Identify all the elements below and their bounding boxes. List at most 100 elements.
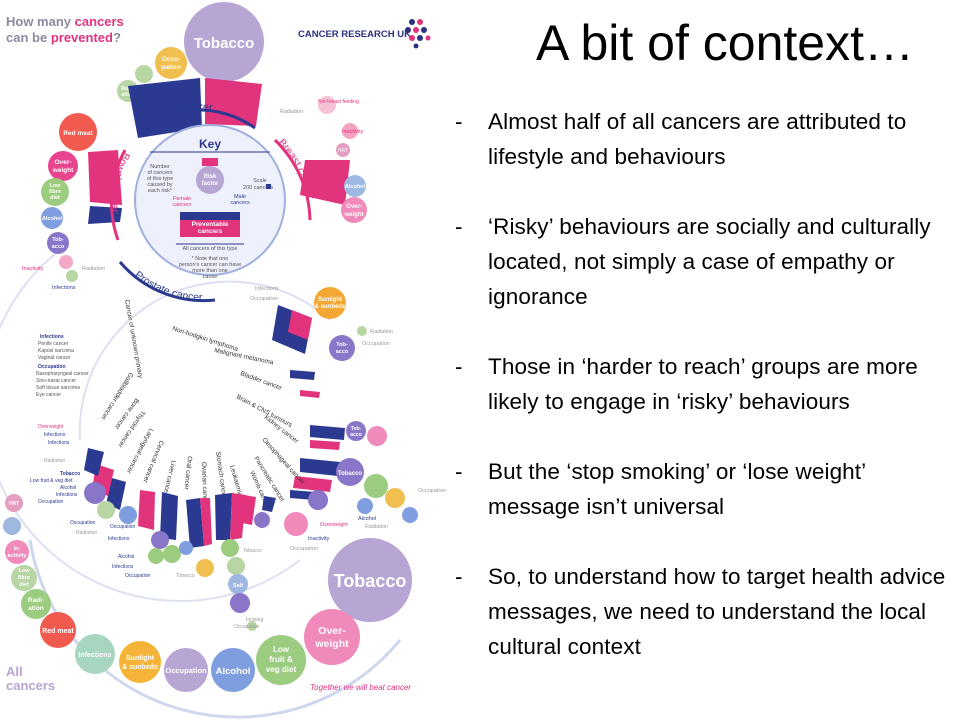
alcohol-big-bubble: Alcohol [211, 648, 255, 692]
lowfibre-big-bubble: Low fibre diet [11, 565, 37, 591]
all-cancers-label: All cancers [6, 664, 55, 693]
bullet-dash: - [455, 459, 463, 484]
svg-text:Over-: Over- [55, 159, 72, 166]
svg-text:acco: acco [350, 432, 361, 438]
svg-text:fibre: fibre [18, 575, 30, 581]
svg-text:Sunlight: Sunlight [318, 297, 342, 303]
bullet-item: - Those in ‘harder to reach’ groups are … [455, 349, 955, 419]
svg-text:caused by: caused by [147, 182, 172, 188]
svg-text:Not breast feeding: Not breast feeding [318, 99, 359, 105]
lower-small-bubbles: Occupation Radiation Occupation Infectio… [70, 482, 270, 631]
svg-text:Sino-nasal cancer: Sino-nasal cancer [36, 378, 76, 384]
svg-text:HRT: HRT [9, 501, 19, 507]
svg-text:Alcohol: Alcohol [216, 666, 251, 677]
svg-text:Nasopharyngeal cancer: Nasopharyngeal cancer [36, 371, 89, 377]
svg-text:more than one: more than one [192, 268, 227, 274]
svg-text:ation: ation [28, 605, 44, 612]
svg-text:Tobacco: Tobacco [194, 35, 255, 52]
svg-text:& sunbeds: & sunbeds [315, 304, 346, 310]
svg-text:cancers: cancers [172, 202, 192, 208]
svg-text:Overweight: Overweight [320, 522, 348, 528]
bullet-item: - ‘Risky’ behaviours are socially and cu… [455, 209, 955, 314]
logo-dots-icon [405, 19, 431, 49]
svg-text:person's cancer can have: person's cancer can have [179, 262, 242, 268]
slide-title: A bit of context… [536, 15, 914, 71]
svg-text:veg diet: veg diet [266, 665, 297, 674]
infographic-heading: How many cancers can be prevented? [6, 14, 124, 45]
svg-text:Ovarian cancer: Ovarian cancer [200, 462, 209, 507]
redmeat-big-bubble: Red meat [40, 612, 76, 648]
svg-text:Oral cancer: Oral cancer [182, 456, 193, 491]
svg-text:Liver cancer: Liver cancer [161, 460, 177, 497]
svg-text:Tobacco: Tobacco [176, 573, 195, 579]
svg-text:Radiation: Radiation [280, 109, 303, 115]
bullet-text: Those in ‘harder to reach’ groups are mo… [488, 354, 918, 414]
svg-text:of cancers: of cancers [147, 170, 173, 176]
bullet-text: But the ‘stop smoking’ or ‘lose weight’ … [488, 459, 866, 519]
bullet-item: - So, to understand how to target health… [455, 559, 955, 664]
svg-text:Female: Female [173, 196, 191, 202]
svg-text:fibre: fibre [49, 189, 61, 195]
svg-text:weight: weight [314, 638, 349, 650]
svg-text:Non-hodgkin lymphoma: Non-hodgkin lymphoma [171, 325, 239, 353]
svg-text:Soft tissue sarcoma: Soft tissue sarcoma [36, 385, 80, 391]
tobacco-top-bubble: Tobacco [184, 2, 264, 82]
radiation-big-bubble: Radi- ation [21, 589, 51, 619]
bullet-dash: - [455, 354, 463, 379]
svg-text:Over-: Over- [346, 204, 362, 210]
svg-text:Infections: Infections [78, 652, 111, 659]
lung-cancer-bars: Lung cancer [128, 78, 262, 138]
svg-text:Occupation: Occupation [362, 341, 390, 347]
bullet-text: Almost half of all cancers are attribute… [488, 109, 907, 169]
svg-text:Low: Low [19, 568, 31, 574]
cancer-infographic: How many cancers can be prevented? CANCE… [0, 2, 446, 719]
svg-text:Alcohol: Alcohol [60, 485, 76, 491]
svg-text:Eye cancer: Eye cancer [36, 392, 61, 398]
svg-text:Red meat: Red meat [63, 130, 93, 137]
svg-text:Inactivity: Inactivity [308, 536, 330, 542]
inactivity-big-bubble: In- activity [5, 540, 29, 564]
svg-text:& sunbeds: & sunbeds [122, 664, 158, 671]
svg-text:Preventable: Preventable [192, 221, 229, 228]
svg-text:Radiation: Radiation [370, 329, 393, 335]
svg-text:Occupation: Occupation [418, 488, 446, 494]
svg-text:HRT: HRT [338, 148, 348, 154]
svg-text:of this type: of this type [147, 176, 174, 182]
svg-text:Occupation: Occupation [125, 573, 151, 579]
svg-text:Alcohol: Alcohol [358, 516, 376, 522]
lower-arc-bars [84, 448, 276, 548]
svg-text:Tobacco: Tobacco [334, 571, 407, 591]
svg-text:Low: Low [50, 183, 62, 189]
svg-text:Occupation: Occupation [290, 546, 318, 552]
svg-text:Occupation: Occupation [234, 624, 260, 630]
svg-text:weight: weight [52, 167, 74, 174]
svg-text:Low: Low [273, 645, 290, 654]
bowel-cancer-bars: Bowel cancer Red meat Over- weight Low f… [22, 113, 132, 291]
bullet-item: - Almost half of all cancers are attribu… [455, 104, 955, 174]
svg-text:All cancers of this type: All cancers of this type [182, 246, 237, 252]
svg-text:How many cancers: How many cancers [6, 14, 124, 29]
svg-text:Occu-: Occu- [162, 56, 180, 63]
svg-text:diet: diet [50, 195, 60, 201]
svg-text:Inactivity: Inactivity [22, 266, 44, 272]
svg-text:Alcohol: Alcohol [118, 554, 134, 560]
tagline: Together we will beat cancer [310, 683, 411, 692]
svg-text:Alcohol: Alcohol [42, 216, 63, 222]
svg-text:Penile cancer: Penile cancer [38, 341, 69, 347]
svg-text:Over-: Over- [318, 625, 346, 637]
svg-text:Leukaemia: Leukaemia [228, 465, 244, 498]
svg-text:cause: cause [203, 274, 218, 280]
bullet-dash: - [455, 109, 463, 134]
svg-text:Occupation: Occupation [250, 296, 278, 302]
svg-text:Tobacco: Tobacco [243, 548, 262, 554]
svg-text:Tob-: Tob- [52, 237, 64, 243]
svg-text:Sunlight: Sunlight [126, 655, 155, 662]
svg-text:acco: acco [336, 349, 349, 355]
svg-text:Infections: Infections [40, 334, 64, 340]
svg-text:each risk*: each risk* [148, 188, 173, 194]
sunlight-big-bubble: Sunlight & sunbeds [119, 641, 161, 683]
svg-text:In-: In- [14, 546, 21, 552]
svg-text:Risk: Risk [204, 174, 217, 180]
svg-text:Occupation: Occupation [38, 364, 66, 370]
